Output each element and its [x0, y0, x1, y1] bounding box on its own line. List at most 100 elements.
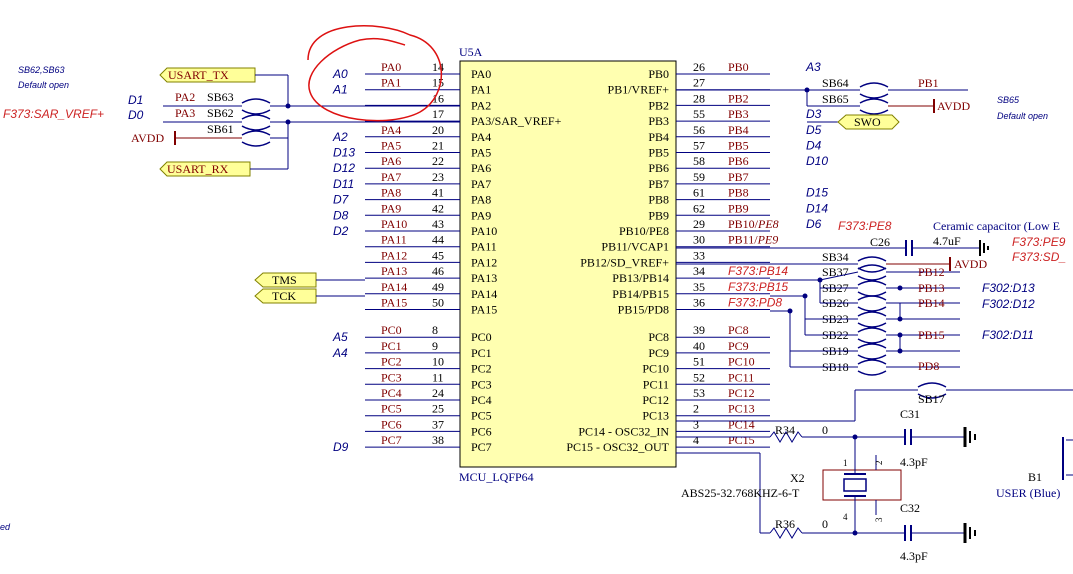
pin-number: 33 [693, 248, 705, 262]
pin-name: PA14 [471, 287, 497, 301]
junction-dot [285, 119, 291, 125]
pin-name: PC1 [471, 346, 492, 360]
pin-name: PB6 [648, 161, 669, 175]
junction-dot [804, 87, 810, 93]
net-label: PC10 [728, 355, 755, 369]
net-label: PC13 [728, 402, 755, 416]
alt-net-label: F373:PD8 [728, 296, 782, 310]
pin-number: 26 [693, 60, 705, 74]
net-pa2-left: PA2 [175, 90, 195, 104]
wire [819, 271, 859, 281]
f373-sar-label: F373:SAR_VREF+ [3, 107, 104, 121]
pin-name: PA3/SAR_VREF+ [471, 114, 562, 128]
pin-number: 59 [693, 170, 705, 184]
pin-number: 38 [432, 433, 444, 447]
pin-number: 40 [693, 339, 705, 353]
sb19-bridge-b [857, 354, 887, 360]
f302-d11: F302:D11 [982, 328, 1034, 342]
pin-number: 53 [693, 386, 705, 400]
arduino-label: D6 [806, 217, 822, 231]
pin-name: PB10/PE8 [619, 224, 669, 238]
pin-number: 10 [432, 355, 444, 369]
arduino-label: A3 [805, 60, 821, 74]
net-label: PC0 [381, 323, 402, 337]
net-label: PB0 [728, 60, 749, 74]
pin-name: PA11 [471, 240, 497, 254]
pin-number: 16 [432, 91, 444, 105]
ceramic-note: Ceramic capacitor (Low E [933, 219, 1060, 233]
c32-label: C32 [900, 501, 920, 515]
arduino-label: D3 [806, 107, 822, 121]
pin-number: 28 [693, 91, 705, 105]
net-label: PB10/PE8 [728, 217, 779, 231]
c26-label: C26 [870, 235, 890, 249]
pin-name: PC8 [648, 330, 669, 344]
sb22-bridge-b [857, 338, 887, 344]
arduino-label: D7 [333, 193, 350, 207]
sb65-note: SB65 [997, 95, 1020, 105]
pin-name: PA2 [471, 98, 491, 112]
sb23-bridge [857, 311, 887, 317]
pin-name: PA7 [471, 177, 491, 191]
pin-number: 22 [432, 154, 444, 168]
pin-number: 42 [432, 201, 444, 215]
arduino-label: D4 [806, 139, 822, 153]
swo-label: SWO [854, 115, 881, 129]
net-label: PB8 [728, 186, 749, 200]
r34-label: R34 [775, 423, 795, 437]
pin-name: PC11 [643, 377, 669, 391]
sb65-note2: Default open [997, 111, 1048, 121]
junction-dot [897, 285, 903, 291]
net-pa3-left: PA3 [175, 106, 195, 120]
sb22-bridge [857, 327, 887, 333]
pin-name: PB14/PB15 [612, 287, 669, 301]
pin-number: 62 [693, 201, 705, 215]
net-label: PC5 [381, 402, 402, 416]
b1-label: B1 [1028, 470, 1042, 484]
sb61-bridge-b [241, 141, 271, 147]
net-label: PA7 [381, 170, 401, 184]
f373-pe9: F373:PE9 [1012, 235, 1066, 249]
pin-number: 3 [693, 417, 699, 431]
arduino-label: A2 [332, 130, 348, 144]
arduino-label: D13 [333, 146, 355, 160]
pin-name: PC3 [471, 377, 492, 391]
annotation-circle [307, 25, 442, 122]
tck-label: TCK [272, 289, 296, 303]
sb17-bridge-b [917, 393, 947, 399]
pin-number: 39 [693, 323, 705, 337]
pin-name: PB3 [648, 114, 669, 128]
net-label: PC11 [728, 370, 754, 384]
net-label: PC4 [381, 386, 402, 400]
r36-label: R36 [775, 517, 795, 531]
c31-value: 4.3pF [900, 455, 928, 469]
x2-crystal [843, 478, 867, 492]
pin-number: 46 [432, 264, 444, 278]
pin-name: PA15 [471, 303, 497, 317]
sb63-label: SB63 [207, 90, 234, 104]
x2-outline [822, 469, 902, 501]
arduino-label: D8 [333, 208, 349, 222]
net-label: PA15 [381, 296, 407, 310]
pin-name: PA9 [471, 208, 491, 222]
sb65-bridge-b [859, 109, 889, 115]
sb17-label: SB17 [918, 392, 945, 406]
pin-number: 36 [693, 296, 705, 310]
net-label: PC1 [381, 339, 402, 353]
